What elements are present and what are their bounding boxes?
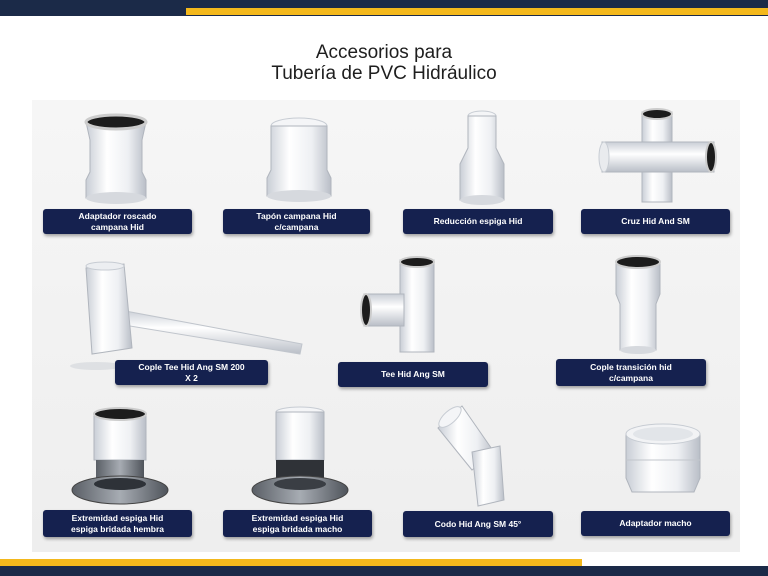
product-label-adaptador-roscado: Adaptador roscado campana Hid <box>43 209 192 234</box>
product-image-adaptador-roscado <box>84 113 148 204</box>
product-image-extremidad-hembra <box>71 407 169 505</box>
product-image-tee <box>360 256 435 353</box>
product-label-extremidad-hembra: Extremidad espiga Hid espiga bridada hem… <box>43 510 192 537</box>
product-image-cruz <box>598 108 717 203</box>
product-label-tapon-campana: Tapón campana Hid c/campana <box>223 209 370 234</box>
page-title: Accesorios para Tubería de PVC Hidráulic… <box>0 42 768 84</box>
product-image-adaptador-macho <box>625 423 701 493</box>
product-label-adaptador-macho: Adaptador macho <box>581 511 730 536</box>
product-image-extremidad-macho <box>251 406 349 505</box>
product-label-reduccion-espiga: Reducción espiga Hid <box>403 209 553 234</box>
product-image-tapon-campana <box>266 117 332 202</box>
product-image-cople-transicion <box>615 255 661 354</box>
product-image-reduccion-espiga <box>459 110 505 205</box>
product-label-tee: Tee Hid Ang SM <box>338 362 488 387</box>
product-image-cople-tee <box>70 261 303 370</box>
product-label-cruz: Cruz Hid And SM <box>581 209 730 234</box>
product-label-cople-tee: Cople Tee Hid Ang SM 200 X 2 <box>115 360 268 385</box>
bottom-navy-bar <box>0 566 768 576</box>
bottom-gold-stripe <box>0 559 582 566</box>
top-gold-stripe <box>186 8 768 15</box>
product-label-cople-transicion: Cople transición hid c/campana <box>556 359 706 386</box>
title-line-2: Tubería de PVC Hidráulico <box>271 63 497 84</box>
product-image-codo-45 <box>437 405 505 507</box>
product-label-codo-45: Codo Hid Ang SM 45° <box>403 511 553 537</box>
product-label-extremidad-macho: Extremidad espiga Hid espiga bridada mac… <box>223 510 372 537</box>
title-line-1: Accesorios para <box>315 42 453 63</box>
